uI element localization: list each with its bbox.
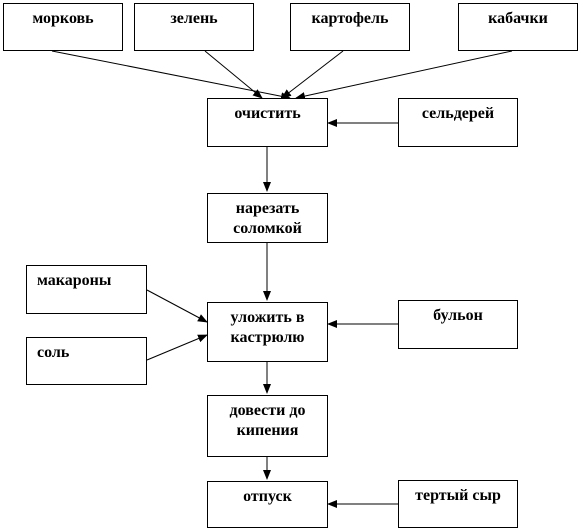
node-put-line-2: кастрюлю [230, 329, 305, 346]
arrow-salt-to-put [146, 334, 208, 361]
node-zucchini: кабачки [458, 3, 578, 51]
node-cut-line-1: нарезать [235, 200, 300, 217]
node-potato-label: картофель [311, 10, 389, 27]
node-boil: довести до кипения [207, 395, 328, 457]
node-pasta: макароны [26, 265, 147, 314]
node-carrot: морковь [3, 3, 123, 51]
node-salt-label: соль [37, 344, 70, 361]
node-potato: картофель [290, 3, 410, 51]
arrow-carrot-to-peel [51, 50, 291, 101]
node-cut-line-2: соломкой [233, 220, 302, 237]
node-broth-label: бульон [433, 307, 483, 324]
node-put: уложить в кастрюлю [207, 302, 328, 362]
arrow-pasta-to-put [146, 289, 208, 323]
arrow-zucchini-to-peel [295, 50, 513, 100]
node-celery: сельдерей [398, 98, 518, 147]
node-cheese: тертый сыр [398, 480, 518, 528]
node-peel: очистить [207, 98, 328, 147]
node-salt: соль [26, 337, 147, 385]
node-carrot-label: морковь [32, 10, 94, 27]
arrow-potato-to-peel [281, 50, 344, 99]
node-serve: отпуск [207, 481, 328, 528]
node-peel-label: очистить [234, 105, 301, 122]
node-greens-label: зелень [170, 10, 218, 27]
node-broth: бульон [398, 300, 518, 349]
node-cheese-label: тертый сыр [415, 487, 501, 504]
node-pasta-label: макароны [37, 272, 112, 289]
node-zucchini-label: кабачки [488, 10, 548, 27]
node-cut: нарезать соломкой [207, 193, 328, 243]
node-put-line-1: уложить в [230, 309, 305, 326]
node-boil-line-1: довести до [229, 402, 306, 419]
node-greens: зелень [134, 3, 254, 51]
node-boil-line-2: кипения [236, 422, 299, 439]
arrow-greens-to-peel [204, 50, 263, 99]
node-serve-label: отпуск [243, 488, 292, 505]
node-celery-label: сельдерей [421, 105, 495, 122]
